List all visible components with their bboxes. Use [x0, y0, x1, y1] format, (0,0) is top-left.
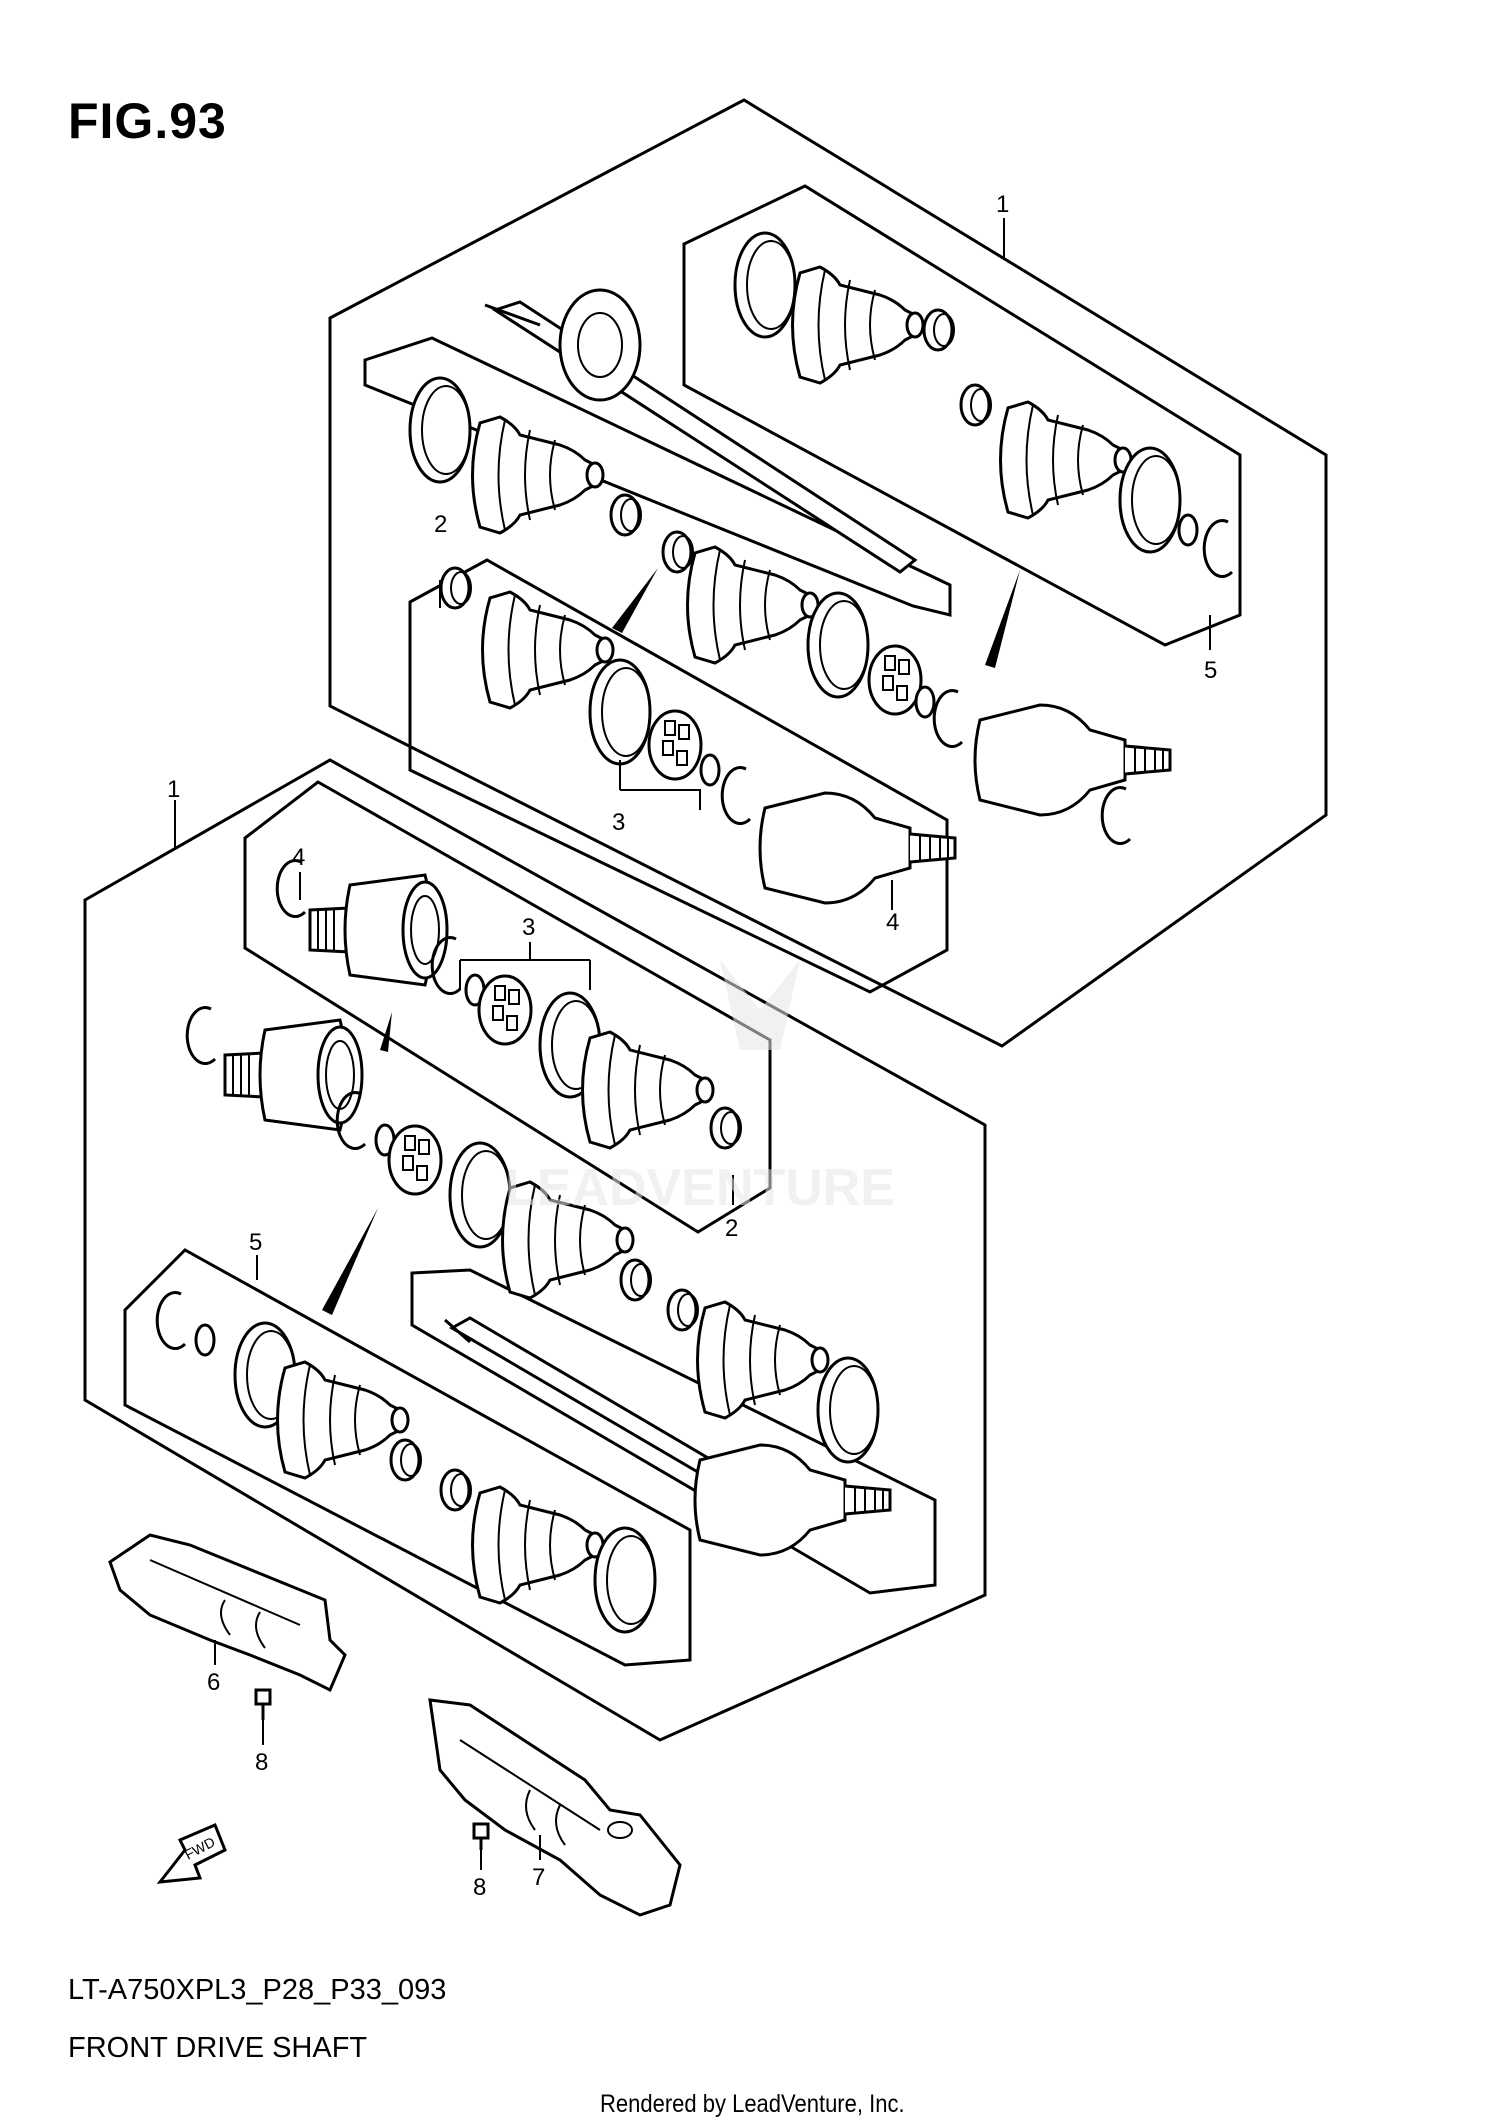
watermark-text: LEADVENTURE — [505, 1159, 895, 1217]
top-kit-outline-2 — [363, 336, 952, 617]
top-bearing-cage-1 — [647, 709, 703, 781]
top-o-ring-1 — [1177, 513, 1199, 547]
bottom-kit-outline-2 — [410, 1268, 937, 1595]
bottom-boot-clamp-3 — [666, 1288, 700, 1332]
callout-6: 6 — [207, 1669, 220, 1696]
callout-8a: 8 — [255, 1749, 268, 1776]
top-boot-1 — [791, 265, 925, 385]
direction-arrow-icon — [985, 570, 1020, 668]
callout-3-top: 3 — [612, 809, 625, 836]
callout-2-top: 2 — [434, 511, 447, 538]
leader-line — [619, 760, 701, 810]
bottom-assembly-outline — [83, 758, 987, 1742]
top-boot-band-large-1 — [733, 231, 797, 339]
top-snap-ring-2 — [720, 766, 752, 826]
top-boot-clamp-5 — [661, 530, 695, 574]
bottom-inner-joint-housing-2 — [223, 1018, 364, 1132]
callout-3-bottom: 3 — [522, 914, 535, 941]
bottom-outer-joint — [693, 1443, 892, 1557]
direction-arrow-icon — [322, 1208, 378, 1315]
fwd-arrow-icon: FWD — [156, 1823, 227, 1884]
top-axle-shaft — [484, 288, 918, 574]
bottom-kit-outline-1 — [243, 780, 772, 1234]
leadventure-watermark: LEADVENTURE — [505, 960, 895, 1217]
top-snap-ring-1 — [1202, 519, 1234, 579]
callout-2-bottom: 2 — [725, 1215, 738, 1242]
bottom-assembly: 1 4 3 2 5 — [83, 758, 987, 1742]
top-boot-clamp-3 — [609, 493, 643, 537]
figure-code: LT-A750XPL3_P28_P33_093 — [68, 1974, 447, 2006]
top-outer-joint — [973, 703, 1172, 817]
top-o-ring-2 — [699, 753, 721, 787]
bottom-boot-band-large-2 — [448, 1141, 512, 1249]
bottom-kit-outline-3 — [123, 1248, 692, 1667]
callout-5-bottom: 5 — [249, 1229, 262, 1256]
bottom-boot-clamp-4 — [389, 1438, 423, 1482]
top-kit-outline-3 — [408, 558, 949, 994]
top-bearing-cage-2 — [867, 644, 923, 716]
callout-7: 7 — [532, 1864, 545, 1891]
leader-line — [459, 942, 591, 990]
callout-4-bottom: 4 — [292, 844, 305, 871]
bottom-boot-1 — [581, 1030, 715, 1150]
bottom-bearing-cage-1 — [477, 974, 533, 1046]
callout-4-top: 4 — [886, 909, 899, 936]
bottom-circlip-2 — [185, 1006, 217, 1066]
top-assembly: 1 2 3 4 5 — [328, 98, 1328, 1048]
top-boot-band-large-3 — [408, 376, 472, 484]
callout-1-bottom: 1 — [167, 776, 180, 803]
bottom-inner-joint-housing-1 — [308, 873, 449, 987]
top-boot-2 — [999, 400, 1133, 520]
bottom-boot-4 — [276, 1360, 410, 1480]
bottom-axle-shaft — [444, 1316, 723, 1480]
callout-5-top: 5 — [1204, 657, 1217, 684]
bottom-boot-3 — [696, 1300, 830, 1420]
top-boot-3 — [471, 415, 605, 535]
bolt-8a — [254, 1688, 272, 1720]
bottom-bearing-cage-2 — [387, 1124, 443, 1196]
top-assembly-outline — [328, 98, 1328, 1048]
direction-arrow-icon — [380, 1012, 392, 1052]
guard-plate-7 — [428, 1698, 682, 1917]
guard-plate-6 — [108, 1533, 347, 1693]
bottom-boot-band-large-5 — [593, 1526, 657, 1634]
top-kit-outline-1 — [682, 184, 1242, 647]
top-boot-band-large-5 — [806, 591, 870, 699]
figure-name: FRONT DRIVE SHAFT — [68, 2032, 368, 2064]
bottom-boot-clamp-2 — [619, 1258, 653, 1302]
bottom-o-ring-3 — [194, 1323, 216, 1357]
top-boot-clamp-2 — [959, 383, 993, 427]
top-circlip — [1100, 786, 1132, 846]
top-boot-band-large-4 — [588, 658, 652, 766]
bottom-boot-clamp-5 — [439, 1468, 473, 1512]
render-credit: Rendered by LeadVenture, Inc. — [600, 2090, 905, 2118]
callout-8b: 8 — [473, 1874, 486, 1901]
top-boot-clamp-1 — [922, 308, 956, 352]
callout-1-top: 1 — [996, 191, 1009, 218]
figure-title: FIG.93 — [68, 93, 227, 149]
bottom-snap-ring-3 — [155, 1291, 187, 1351]
top-boot-clamp-4 — [439, 566, 473, 610]
bottom-boot-clamp-1 — [709, 1106, 743, 1150]
bolt-8b — [472, 1822, 490, 1850]
top-boot-5 — [686, 545, 820, 665]
top-snap-ring-3 — [932, 689, 964, 749]
direction-arrow-icon — [612, 568, 658, 633]
bottom-boot-band-large-3 — [816, 1356, 880, 1464]
top-o-ring-3 — [914, 685, 936, 719]
bottom-boot-5 — [471, 1485, 605, 1605]
top-boot-band-large-2 — [1118, 446, 1182, 554]
